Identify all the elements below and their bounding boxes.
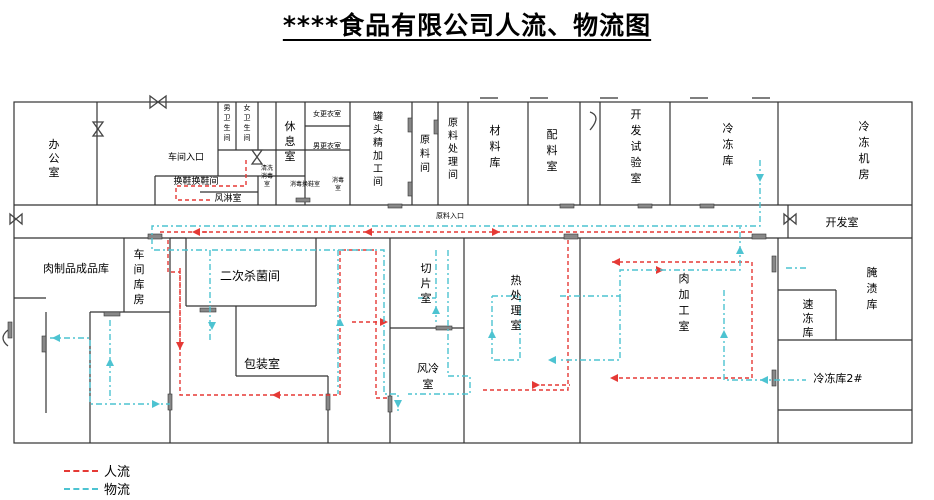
legend-goods: 物流 [64,479,130,498]
room-workshop-entrance: 车间入口 [168,151,204,163]
room-dev-room: 开发室 [826,215,859,229]
room-rest: 休息室 [285,120,296,163]
room-refrigeration: 冷冻机房 [859,120,870,181]
room-formula: 配料室 [547,128,558,173]
floor-plan: 办公室 男卫生间 女卫生间 休息室 女更衣室 男更衣室 车间入口 换鞋换鞋间 风… [2,94,913,444]
room-wash-disinfect: 清洗消毒室 [261,164,273,188]
legend-people-swatch [64,469,98,472]
room-dev-lab: 开发试验室 [631,108,642,185]
room-air-cool: 风冷室 [417,362,439,391]
room-quick-freeze: 速冻库 [803,298,814,339]
room-heat-treat: 热处理室 [511,274,522,332]
room-curing: 腌渍库 [867,265,878,311]
room-meat-products: 肉制品成品库 [43,262,109,275]
doors [2,94,797,347]
door-slabs [7,117,777,413]
room-changing-m: 男更衣室 [313,141,341,150]
page-title: ****食品有限公司人流、物流图 [282,11,652,40]
room-raw-processing: 原料处理间 [448,117,458,181]
people-flow [160,160,753,399]
door-icon [589,111,597,131]
legend-goods-swatch [64,487,98,490]
legend-goods-label: 物流 [104,483,131,498]
room-air-shower: 风淋室 [214,192,241,204]
room-changing-f: 女更衣室 [313,109,341,118]
room-meat-processing: 肉加工室 [679,272,690,333]
people-flow-arrows [176,228,664,399]
legend-people-label: 人流 [104,465,131,480]
room-shoe-change: 换鞋换鞋间 [173,175,218,187]
room-slicing: 切片室 [421,262,432,305]
room-office: 办公室 [49,138,60,179]
room-toilet-m: 男卫生间 [224,104,231,142]
room-raw-entrance: 原料入口 [436,211,464,220]
room-can-process: 罐头精加工间 [373,110,383,188]
door-icon [2,329,9,347]
room-vehicle-store: 车间库房 [134,247,145,306]
goods-flow-arrows [52,174,768,408]
door-icon [149,94,167,110]
room-disinfect: 消毒室 [332,176,344,192]
walls [13,97,913,444]
door-icon [250,149,264,165]
door-icon [9,212,23,226]
room-labels: 办公室 男卫生间 女卫生间 休息室 女更衣室 男更衣室 车间入口 换鞋换鞋间 风… [43,103,878,391]
room-toilet-f: 女卫生间 [244,103,251,142]
room-raw-storage: 原料间 [420,134,430,174]
room-disinfect-change: 消毒换鞋室 [290,180,320,188]
room-packing: 包装室 [244,356,280,371]
door-icon [783,212,797,226]
door-icon [91,121,105,137]
room-sterilize: 二次杀菌间 [220,268,280,283]
room-materials: 材料库 [490,123,501,169]
room-cold-store-2: 冷冻库2# [813,371,862,385]
legend-people: 人流 [64,461,130,480]
room-cold-store: 冷冻库 [723,122,734,167]
